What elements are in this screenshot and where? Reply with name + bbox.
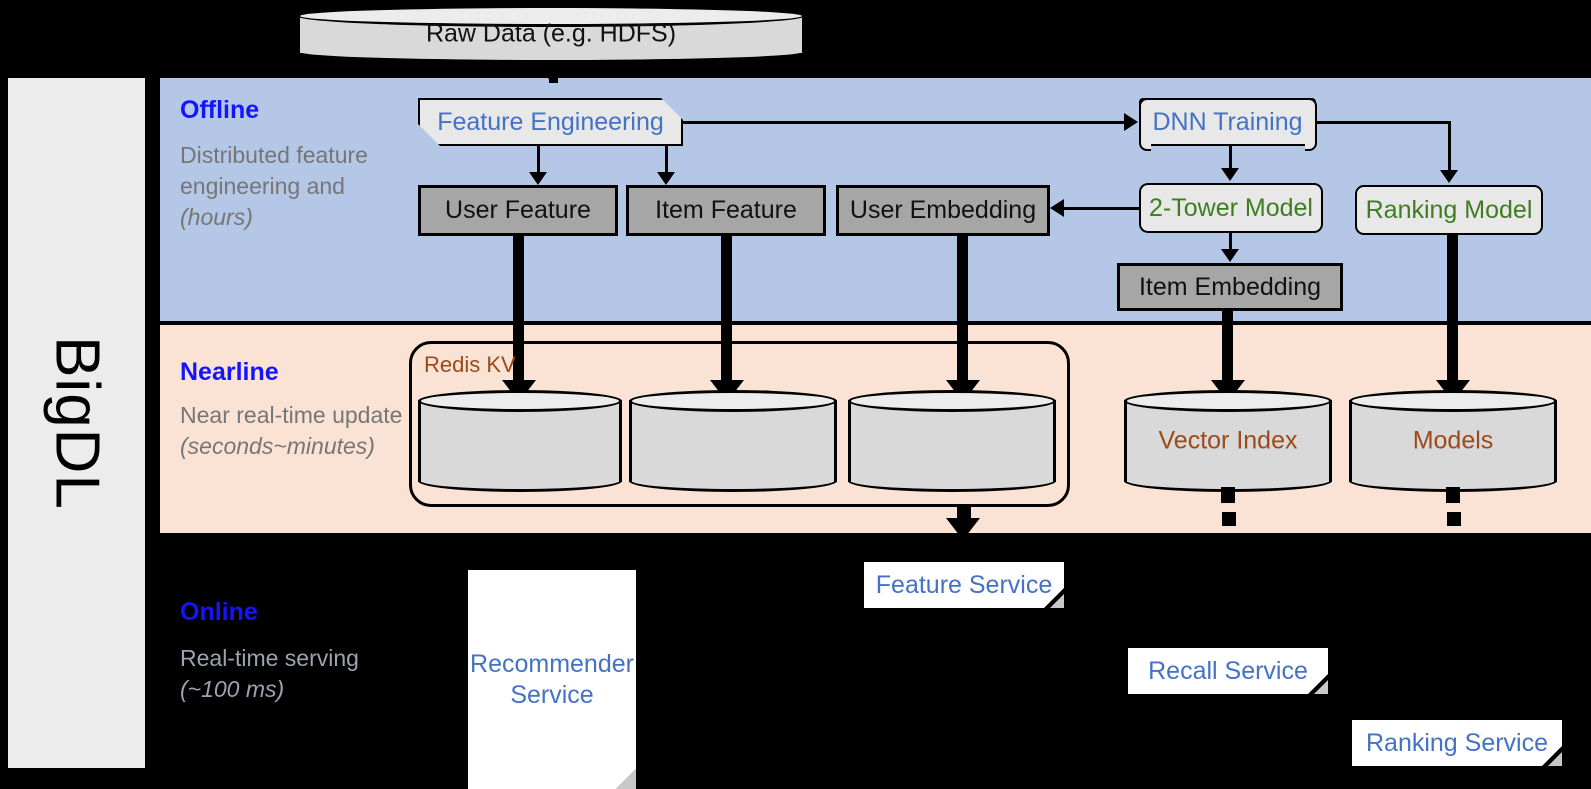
edge-fe-dnn-arrow: [1124, 113, 1138, 131]
edge-dnn-twotower-arrow: [1221, 168, 1239, 181]
online-subtitle: Real-time serving (~100 ms): [180, 643, 420, 705]
feature-engineering-node[interactable]: Feature Engineering: [418, 98, 683, 146]
edge-twotower-userembedding: [1063, 207, 1141, 210]
edge-dnn-twotower: [1229, 146, 1232, 171]
edge-dnn-ranking-arrow: [1440, 170, 1458, 183]
online-subtitle-text: Real-time serving: [180, 645, 359, 671]
nearline-subtitle: Near real-time update (seconds~minutes): [180, 400, 420, 462]
recommender-service-label: Recommender Service: [470, 649, 634, 709]
vector-index-body: [1124, 400, 1332, 482]
vector-index-store[interactable]: Vector Index: [1124, 390, 1332, 492]
vector-index-label: Vector Index: [1158, 426, 1298, 455]
offline-subtitle: Distributed feature engineering and (hou…: [180, 140, 395, 233]
edge-rawdata-fe-arrow: [534, 60, 568, 82]
pipe-redis-featureservice-arrow: [946, 518, 980, 540]
pipe-models-ranking-stub: [1446, 487, 1460, 503]
nearline-subtitle-text: Near real-time update: [180, 402, 403, 428]
user-embedding-label: User Embedding: [849, 196, 1037, 224]
edge-fe-dnn: [683, 121, 1125, 124]
redis-store-2[interactable]: [629, 390, 837, 492]
offline-title: Offline: [180, 96, 260, 124]
item-feature-node[interactable]: Item Feature: [626, 185, 826, 236]
pipe-redis-featureservice-stub: [957, 505, 971, 521]
vector-index-top: [1124, 390, 1332, 412]
item-embedding-node[interactable]: Item Embedding: [1117, 263, 1343, 311]
pipe-userfeature-store: [513, 236, 524, 388]
user-feature-node[interactable]: User Feature: [418, 185, 618, 236]
redis-store-2-body: [629, 400, 837, 482]
nearline-title: Nearline: [180, 358, 279, 386]
user-feature-label: User Feature: [445, 196, 591, 224]
pipe-itemfeature-store: [721, 236, 732, 388]
dnn-training-label: DNN Training: [1152, 107, 1303, 136]
pipe-itemembedding-vectorindex: [1222, 311, 1233, 388]
models-top: [1349, 390, 1557, 412]
bigdl-rail: BigDL: [8, 78, 145, 768]
edge-fe-itemfeature-arrow: [657, 172, 675, 185]
online-title: Online: [180, 598, 258, 626]
edge-dnn-ranking-v: [1448, 121, 1451, 173]
recommender-service-node[interactable]: Recommender Service: [468, 570, 636, 789]
models-store[interactable]: Models: [1349, 390, 1557, 492]
item-embedding-label: Item Embedding: [1138, 272, 1322, 301]
models-label: Models: [1412, 426, 1494, 455]
edge-twotower-itemembedding-arrow: [1221, 249, 1239, 262]
pipe-models-ranking-dot: [1447, 512, 1461, 526]
raw-data-store: Raw Data (e.g. HDFS): [297, 5, 805, 63]
pipe-vectorindex-recall-dot: [1222, 512, 1236, 526]
redis-store-3[interactable]: [848, 390, 1056, 492]
edge-twotower-itemembedding: [1229, 233, 1232, 252]
ranking-service-node[interactable]: Ranking Service: [1352, 720, 1562, 766]
redis-store-2-top: [629, 390, 837, 412]
models-body: [1349, 400, 1557, 482]
redis-store-1-body: [418, 400, 622, 482]
edge-fe-userfeature: [537, 146, 540, 179]
ranking-model-node[interactable]: Ranking Model: [1355, 185, 1543, 235]
redis-store-1-top: [418, 390, 622, 412]
feature-engineering-label: Feature Engineering: [437, 107, 664, 136]
redis-store-3-body: [848, 400, 1056, 482]
recall-service-label: Recall Service: [1148, 656, 1308, 685]
bigdl-rail-label: BigDL: [42, 336, 111, 510]
feature-service-label: Feature Service: [875, 570, 1053, 599]
ranking-service-label: Ranking Service: [1365, 728, 1549, 757]
edge-twotower-userembedding-arrow: [1050, 199, 1064, 217]
redis-kv-container: [409, 341, 1070, 507]
offline-subtitle-text: Distributed feature engineering and: [180, 142, 368, 199]
ranking-model-label: Ranking Model: [1365, 195, 1533, 224]
two-tower-model-node[interactable]: 2-Tower Model: [1139, 183, 1323, 233]
raw-data-label: Raw Data (e.g. HDFS): [425, 19, 677, 48]
pipe-vectorindex-recall-stub: [1221, 487, 1235, 503]
user-embedding-node[interactable]: User Embedding: [836, 185, 1050, 236]
nearline-subtitle-em: (seconds~minutes): [180, 433, 375, 459]
edge-dnn-ranking-h: [1316, 121, 1451, 124]
recall-service-node[interactable]: Recall Service: [1128, 648, 1328, 694]
offline-subtitle-em: (hours): [180, 204, 253, 230]
pipe-rankingmodel-models: [1447, 235, 1458, 388]
pipe-userembedding-store: [957, 236, 968, 388]
redis-store-1[interactable]: [418, 390, 622, 492]
two-tower-model-label: 2-Tower Model: [1149, 193, 1313, 222]
raw-data-top: [297, 5, 805, 27]
edge-fe-userfeature-arrow: [529, 172, 547, 185]
online-subtitle-em: (~100 ms): [180, 676, 285, 702]
redis-store-3-top: [848, 390, 1056, 412]
redis-kv-label: Redis KV: [424, 352, 516, 377]
feature-service-node[interactable]: Feature Service: [864, 562, 1064, 608]
edge-fe-itemfeature: [665, 146, 668, 179]
dnn-training-node[interactable]: DNN Training: [1138, 97, 1317, 151]
item-feature-label: Item Feature: [655, 196, 797, 224]
